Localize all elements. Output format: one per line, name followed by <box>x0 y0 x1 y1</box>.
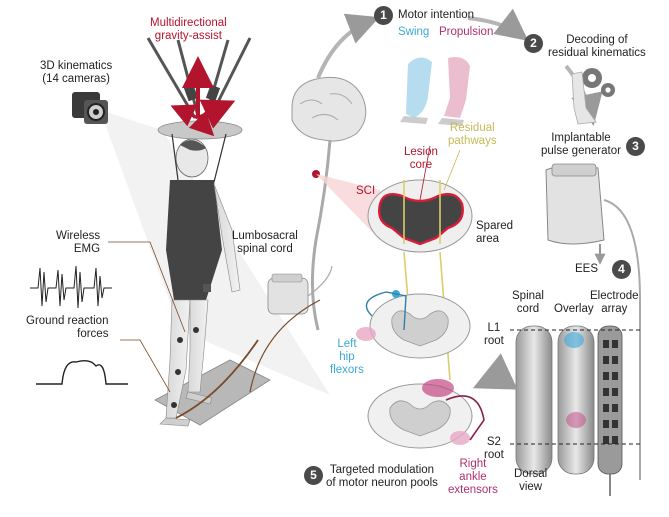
cord-leader-line <box>249 299 321 393</box>
force-trace-icon <box>36 359 128 385</box>
ees-arrow <box>472 353 518 390</box>
decoding-leg-icon <box>571 71 597 125</box>
legs-illustration <box>400 57 470 126</box>
electrode-array-column <box>597 325 623 496</box>
lesion-zoom-wedge <box>316 174 380 240</box>
leader-lines <box>108 241 186 393</box>
overlay-label: Overlay <box>554 303 594 315</box>
lesion-cross-section <box>367 145 473 253</box>
brain-icon <box>291 76 367 142</box>
step-5-badge: 5 <box>304 466 323 485</box>
step-1-badge: 1 <box>374 6 393 25</box>
sacral-cross-section <box>367 379 485 449</box>
ees-label: EES <box>575 263 599 275</box>
spinal-cord-column <box>515 325 553 475</box>
emg-signal-icon <box>30 265 112 309</box>
gear-icon <box>582 68 615 97</box>
sci-label: SCI <box>356 185 376 197</box>
root-guide-lines <box>510 329 640 445</box>
step-4-badge: 4 <box>612 260 631 279</box>
propulsion-label: Propulsion <box>439 26 494 38</box>
overlay-column <box>557 325 595 475</box>
spinal-cord-line <box>310 139 332 331</box>
harness-straps <box>171 133 227 183</box>
small-pulse-generator-icon <box>267 265 333 315</box>
pulse-generator-icon <box>545 163 641 480</box>
camera-icon <box>72 92 108 124</box>
kinematics-label: 3D kinematics(14 cameras) <box>40 60 113 85</box>
lumbar-cross-section <box>356 290 471 359</box>
step-2-badge: 2 <box>524 34 543 53</box>
gravity-assist-robot-icon <box>146 37 252 140</box>
motor-intention-label: Motor intention <box>398 9 475 21</box>
step-3-badge: 3 <box>626 137 645 156</box>
swing-label: Swing <box>398 26 430 38</box>
